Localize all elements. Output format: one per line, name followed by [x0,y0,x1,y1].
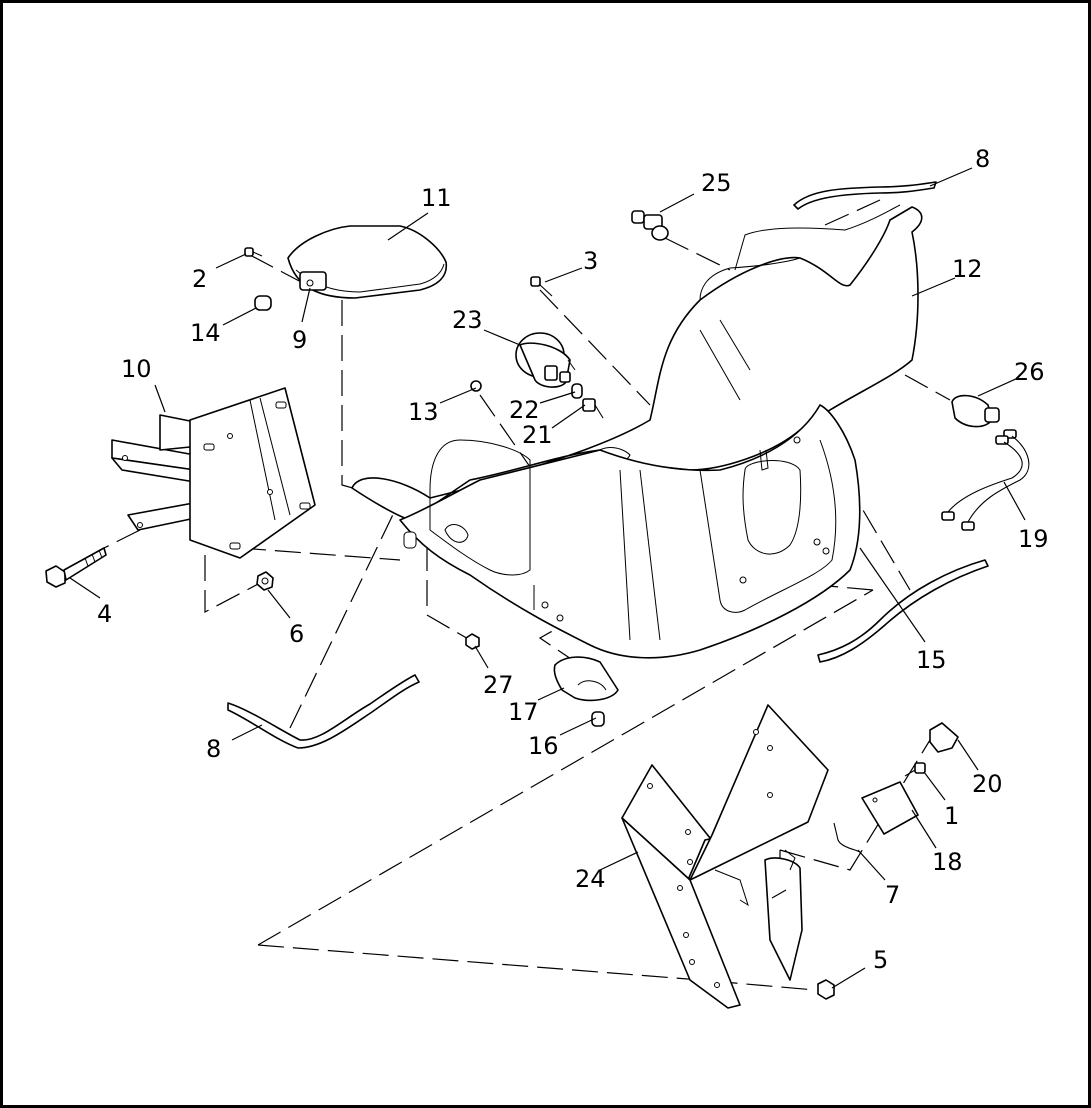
callout-18: 18 [932,848,963,876]
fairing-inner-body [399,404,861,659]
callout-14: 14 [190,319,221,347]
part-11-pad [287,225,448,299]
part-25-grommet [631,210,669,241]
callout-21: 21 [522,421,553,449]
part-5-nut [817,979,835,1000]
leader-lines [69,167,1026,989]
part-20-relay [929,722,959,753]
callout-22: 22 [509,396,540,424]
callout-12: 12 [952,255,983,283]
part-19-wire-harness [941,429,1030,531]
part-26-accessory-socket [951,394,1000,428]
callout-1: 1 [944,802,959,830]
part-10-mount-bracket [111,387,316,559]
part-16-set-screw [591,711,605,727]
part-24-lower-bracket [621,704,829,1009]
callout-25: 25 [701,169,732,197]
fasteners [45,210,926,1000]
part-27-nut [465,633,480,650]
part-1-screw [904,762,926,777]
callout-5: 5 [873,946,888,974]
callout-15: 15 [916,646,947,674]
callout-7: 7 [885,881,900,909]
part-8-lower-trim-strip [227,674,420,749]
part-17-clamp [553,656,619,702]
callout-24: 24 [575,865,606,893]
part-12-fairing-shell [351,204,923,521]
part-6-nut [256,571,274,591]
callout-11: 11 [421,184,452,212]
callout-26: 26 [1014,358,1045,386]
callout-9: 9 [292,326,307,354]
part-2-screw [244,247,263,257]
part-14-bushing [254,295,272,311]
callout-10: 10 [121,355,152,383]
callout-19: 19 [1018,525,1049,553]
part-22-bulb [571,383,583,399]
callout-23: 23 [452,306,483,334]
callout-4: 4 [97,600,112,628]
part-21-socket [582,398,604,419]
callout-8-lower: 8 [206,735,221,763]
callout-labels: 1 2 3 4 5 6 7 8 8 9 10 11 12 13 14 15 16… [97,145,1049,974]
part-7-spring-clip [833,822,861,853]
part-18-relay-bracket [861,781,919,835]
callout-2: 2 [192,265,207,293]
callout-6: 6 [289,620,304,648]
callout-20: 20 [972,770,1003,798]
callout-13: 13 [408,398,439,426]
callout-27: 27 [483,671,514,699]
part-8-upper-trim-strip [793,181,937,210]
part-15-weatherstrip [817,559,989,663]
part-23-gauge [515,332,576,388]
callout-3: 3 [583,247,598,275]
callout-17: 17 [508,698,539,726]
part-4-bolt [45,547,107,588]
callout-8-upper: 8 [975,145,990,173]
part-9-clip [306,279,314,287]
part-3-screw [530,276,553,297]
callout-16: 16 [528,732,559,760]
